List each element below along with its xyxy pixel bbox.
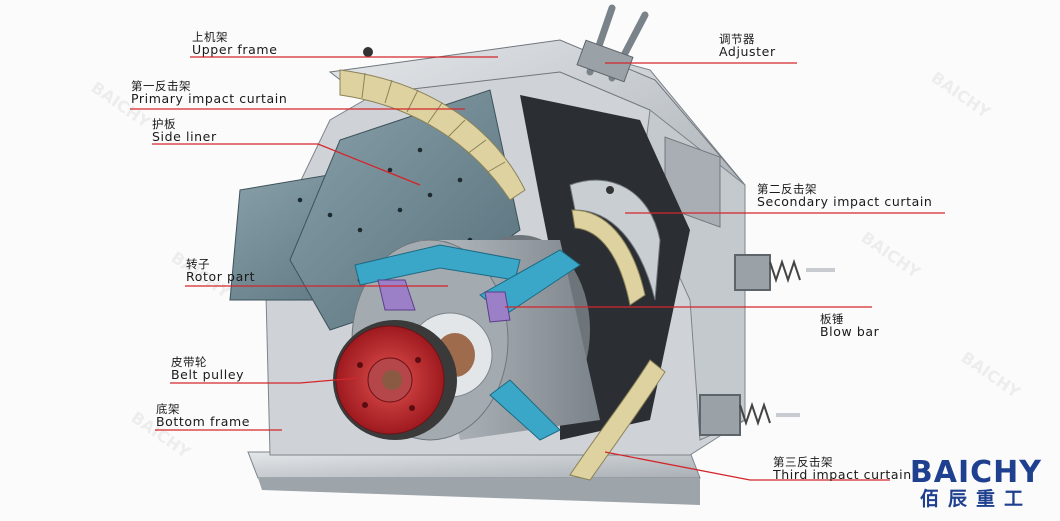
label-primary-impact-curtain-zh: 第一反击架 xyxy=(131,79,191,93)
brand-logo-zh: 佰辰重工 xyxy=(919,488,1032,511)
label-adjuster: 调节器 Adjuster xyxy=(719,33,776,58)
spring-assembly-upper xyxy=(734,254,835,291)
svg-text:BAICHY: BAICHY xyxy=(928,68,994,122)
label-third-impact-curtain-zh: 第三反击架 xyxy=(773,456,833,469)
blow-bar-holder xyxy=(377,279,416,311)
label-belt-pulley-zh: 皮带轮 xyxy=(171,355,207,369)
label-blow-bar-en: Blow bar xyxy=(820,324,880,340)
label-secondary-impact-curtain: 第二反击架 Secondary impact curtain xyxy=(757,183,932,208)
frame-hole xyxy=(363,47,373,57)
label-secondary-impact-curtain-zh: 第二反击架 xyxy=(757,182,817,196)
label-side-liner-zh: 护板 xyxy=(152,117,176,131)
label-side-liner: 护板 Side liner xyxy=(152,118,217,143)
primary-curtain-blocks xyxy=(361,72,506,174)
label-rotor-part: 转子 Rotor part xyxy=(186,258,255,283)
svg-text:BAICHY: BAICHY xyxy=(858,228,924,282)
secondary-curtain-shape xyxy=(569,179,661,301)
adjuster-block xyxy=(576,39,634,83)
label-rotor-part-en: Rotor part xyxy=(186,269,256,285)
label-side-liner-en: Side liner xyxy=(152,129,217,145)
label-secondary-impact-curtain-en: Secondary impact curtain xyxy=(757,194,933,210)
label-third-impact-curtain: 第三反击架 Third impact curtain xyxy=(773,456,913,481)
label-upper-frame-zh: 上机架 xyxy=(192,30,228,44)
label-primary-impact-curtain-en: Primary impact curtain xyxy=(131,91,288,107)
label-primary-impact-curtain: 第一反击架 Primary impact curtain xyxy=(131,80,287,105)
inspection-window xyxy=(664,136,721,228)
secondary-curtain-blocks xyxy=(571,209,646,306)
belt-pulley-shape xyxy=(333,320,457,440)
label-blow-bar-zh: 板锤 xyxy=(820,312,844,326)
label-bottom-frame: 底架 Bottom frame xyxy=(156,403,250,428)
label-upper-frame-en: Upper frame xyxy=(192,42,278,58)
label-bottom-frame-en: Bottom frame xyxy=(156,414,251,430)
label-belt-pulley-en: Belt pulley xyxy=(171,367,245,383)
leader-side-liner xyxy=(152,143,421,186)
leader-belt-pulley xyxy=(170,377,359,384)
leader-lines xyxy=(130,56,945,481)
base-side xyxy=(258,478,700,505)
spring-assembly-lower xyxy=(699,394,800,436)
brand-logo-en: BAICHY xyxy=(909,455,1042,491)
curtain-hole xyxy=(606,186,614,194)
third-curtain-shape xyxy=(569,359,666,481)
label-bottom-frame-zh: 底架 xyxy=(156,402,180,416)
bottom-frame-shape xyxy=(247,451,701,479)
label-adjuster-zh: 调节器 xyxy=(719,32,755,46)
blow-bar-holder-2 xyxy=(484,291,511,323)
leader-third-curtain xyxy=(604,451,890,481)
blow-bar-bottom xyxy=(489,379,561,441)
label-adjuster-en: Adjuster xyxy=(719,44,776,60)
brand-logo: BAICHY 佰辰重工 xyxy=(910,458,1042,511)
label-rotor-part-zh: 转子 xyxy=(186,257,210,271)
label-third-impact-curtain-en: Third impact curtain xyxy=(773,467,912,482)
svg-text:BAICHY: BAICHY xyxy=(958,348,1024,402)
label-upper-frame: 上机架 Upper frame xyxy=(192,31,278,56)
label-belt-pulley: 皮带轮 Belt pulley xyxy=(171,356,244,381)
label-blow-bar: 板锤 Blow bar xyxy=(820,313,879,338)
